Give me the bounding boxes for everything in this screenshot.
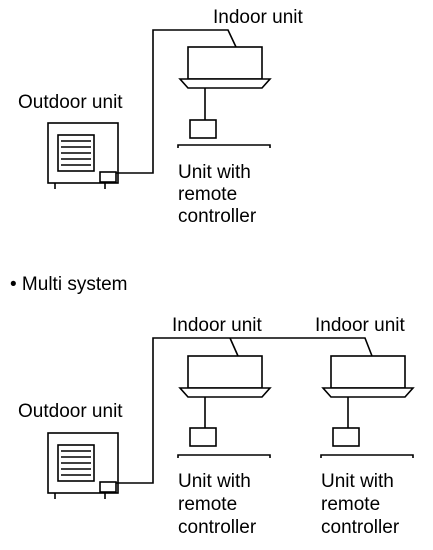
single-remote-label-line1: Unit with (178, 162, 251, 183)
single-outdoor-label: Outdoor unit (18, 92, 123, 113)
refrigerant-pipe (116, 29, 237, 174)
multi-remote-right-line2: remote (321, 494, 380, 515)
single-remote-label-line2: remote (178, 184, 237, 205)
indoor-unit-left-icon (177, 355, 272, 458)
refrigerant-pipe-branch (229, 337, 239, 357)
multi-indoor-right-label: Indoor unit (315, 315, 406, 336)
indoor-unit-right-icon (320, 355, 415, 458)
multi-remote-left-line3: controller (178, 517, 257, 538)
single-indoor-label: Indoor unit (213, 7, 304, 28)
multi-remote-right-line1: Unit with (321, 471, 394, 492)
outdoor-unit-icon (47, 122, 119, 189)
multi-remote-left-line1: Unit with (178, 471, 251, 492)
multi-system (47, 337, 415, 499)
indoor-unit-icon (177, 46, 272, 148)
multi-outdoor-label: Outdoor unit (18, 401, 123, 422)
multi-remote-right-line3: controller (321, 517, 400, 538)
single-remote-label-line3: controller (178, 206, 257, 227)
single-system (47, 29, 272, 189)
multi-remote-left-line2: remote (178, 494, 237, 515)
outdoor-unit-icon (47, 432, 119, 499)
refrigerant-pipe (116, 337, 373, 484)
multi-system-heading: • Multi system (10, 274, 128, 295)
multi-indoor-left-label: Indoor unit (172, 315, 263, 336)
